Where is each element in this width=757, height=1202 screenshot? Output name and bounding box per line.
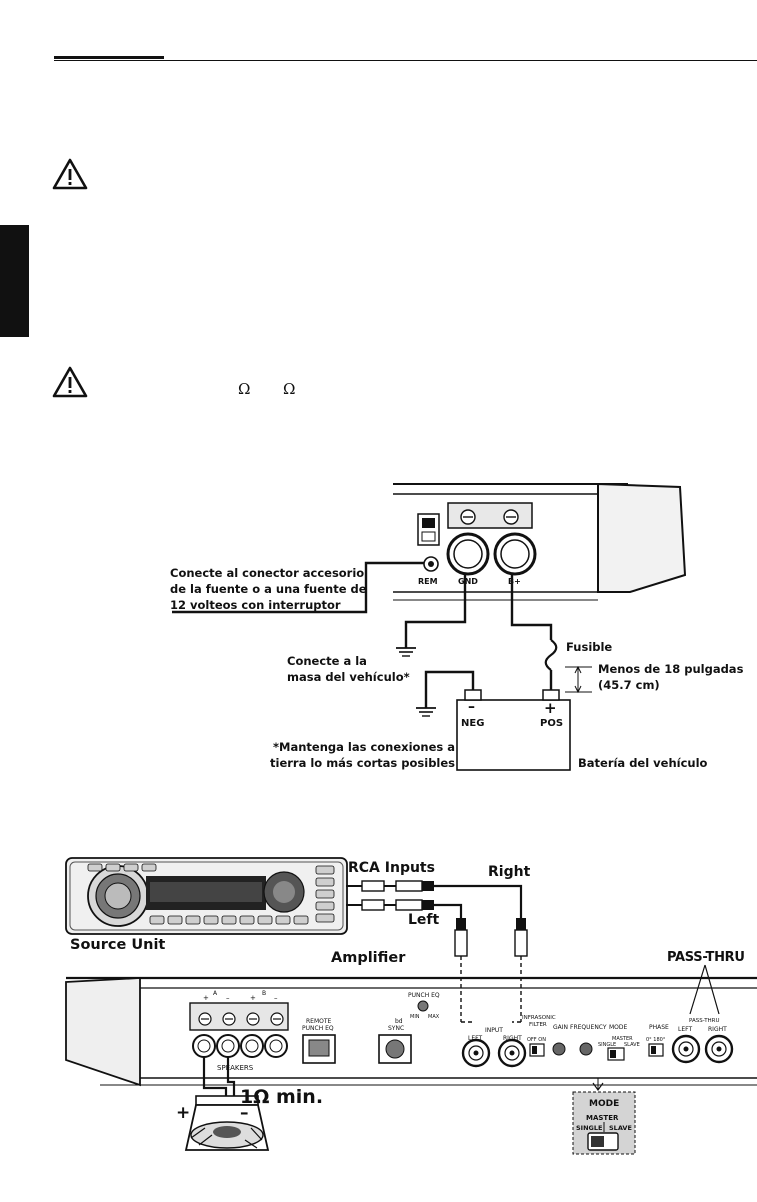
battery-pos-label: POS [540, 718, 563, 729]
infrasonic-label-1: INFRASONIC [522, 1015, 556, 1021]
gain-label: GAIN [553, 1024, 568, 1031]
bd-sync-label-2: SYNC [388, 1025, 404, 1032]
svg-text:–: – [226, 994, 230, 1002]
svg-text:+: + [250, 994, 256, 1002]
ohm-symbol: Ω [238, 380, 251, 398]
mode-label: MODE [609, 1024, 628, 1031]
battery-pos-sign: + [544, 699, 557, 717]
pass-thru-panel-label: PASS-THRU [689, 1018, 720, 1024]
pass-thru-left-label: LEFT [678, 1026, 692, 1033]
svg-text:+: + [203, 994, 209, 1002]
right-channel-label: Right [488, 864, 531, 880]
bd-sync-label-1: bd [395, 1018, 403, 1025]
input-right-label: RIGHT [503, 1035, 522, 1042]
mode-slave-label: SLAVE [624, 1042, 640, 1048]
mode-single-label: SINGLE [598, 1042, 616, 1048]
source-unit [65, 857, 348, 935]
mode-zoom-slave: SLAVE [609, 1124, 632, 1132]
battery-neg-label: NEG [461, 718, 484, 729]
pass-thru-title: PASS-THRU [667, 950, 745, 965]
phase-values: 0° 180° [646, 1037, 666, 1043]
frequency-label: FREQUENCY [570, 1024, 607, 1031]
channel-a-label: A [213, 990, 218, 997]
bplus-label: B+ [508, 577, 521, 586]
vehicle-battery: – NEG + POS [456, 689, 571, 771]
punch-max-label: MAX [428, 1014, 440, 1020]
battery-caption: Batería del vehículo [578, 756, 708, 770]
svg-text:–: – [274, 994, 278, 1002]
speaker-minus-sign: – [240, 1103, 249, 1123]
ground-wire [404, 574, 467, 648]
amplifier-label: Amplifier [331, 950, 406, 966]
infrasonic-label-2: FILTER [529, 1022, 547, 1028]
rca-cables [346, 880, 528, 1023]
ohm-symbol: Ω [283, 380, 296, 398]
fuse-icon [544, 639, 558, 671]
channel-b-label: B [262, 990, 266, 997]
amplifier-body: + – + – A B SPEAKERS REMOTE PUNCH EQ bd … [65, 964, 757, 1087]
remote-callout: Conecte al conector accesorio de la fuen… [170, 566, 367, 612]
punch-min-label: MIN [410, 1014, 420, 1020]
impedance-label: 1Ω min. [240, 1086, 324, 1108]
phase-label: PHASE [649, 1024, 669, 1031]
left-channel-label: Left [408, 912, 440, 928]
remote-punch-eq-label-1: REMOTE [306, 1018, 332, 1025]
fuse-label: Fusible [566, 640, 613, 654]
speaker-icon [184, 1095, 270, 1151]
battery-neg-sign: – [468, 699, 475, 715]
gnd-label: GND [458, 577, 478, 586]
ground-callout: Conecte a la masa del vehículo* [287, 654, 410, 684]
input-label: INPUT [485, 1027, 503, 1034]
side-tab [0, 225, 29, 337]
warning-icon [52, 366, 88, 398]
warning-icon [52, 158, 88, 190]
mode-zoom-title: MODE [589, 1099, 619, 1109]
source-unit-label: Source Unit [70, 937, 166, 953]
header-rule-thick [54, 56, 164, 59]
amplifier-end-panel: REM GND B+ [393, 482, 687, 601]
pass-thru-right-label: RIGHT [708, 1026, 727, 1033]
rem-label: REM [418, 577, 438, 586]
mode-master-label: MASTER [612, 1036, 633, 1042]
speaker-plus-sign: + [176, 1103, 190, 1123]
short-ground-note: *Mantenga las conexiones a tierra lo más… [270, 740, 456, 770]
header-rule [54, 60, 757, 61]
punch-eq-label: PUNCH EQ [408, 992, 440, 999]
distance-label: Menos de 18 pulgadas (45.7 cm) [598, 662, 744, 692]
remote-wire [172, 561, 424, 614]
signal-wiring-diagram: + – + – A B SPEAKERS REMOTE PUNCH EQ bd … [65, 857, 757, 1155]
input-left-label: LEFT [468, 1035, 482, 1042]
mode-zoom-master: MASTER [586, 1114, 619, 1122]
mode-switch-inset: MODE MASTER SINGLE SLAVE [572, 1078, 636, 1155]
speakers-label: SPEAKERS [217, 1064, 254, 1072]
remote-punch-eq-label-2: PUNCH EQ [302, 1025, 334, 1032]
power-wiring-diagram: REM GND B+ – NEG + POS [172, 482, 687, 771]
rca-inputs-label: RCA Inputs [348, 860, 435, 876]
infrasonic-off-on: OFF ON [527, 1037, 546, 1043]
mode-zoom-single: SINGLE [576, 1124, 602, 1132]
power-wire [510, 574, 553, 640]
